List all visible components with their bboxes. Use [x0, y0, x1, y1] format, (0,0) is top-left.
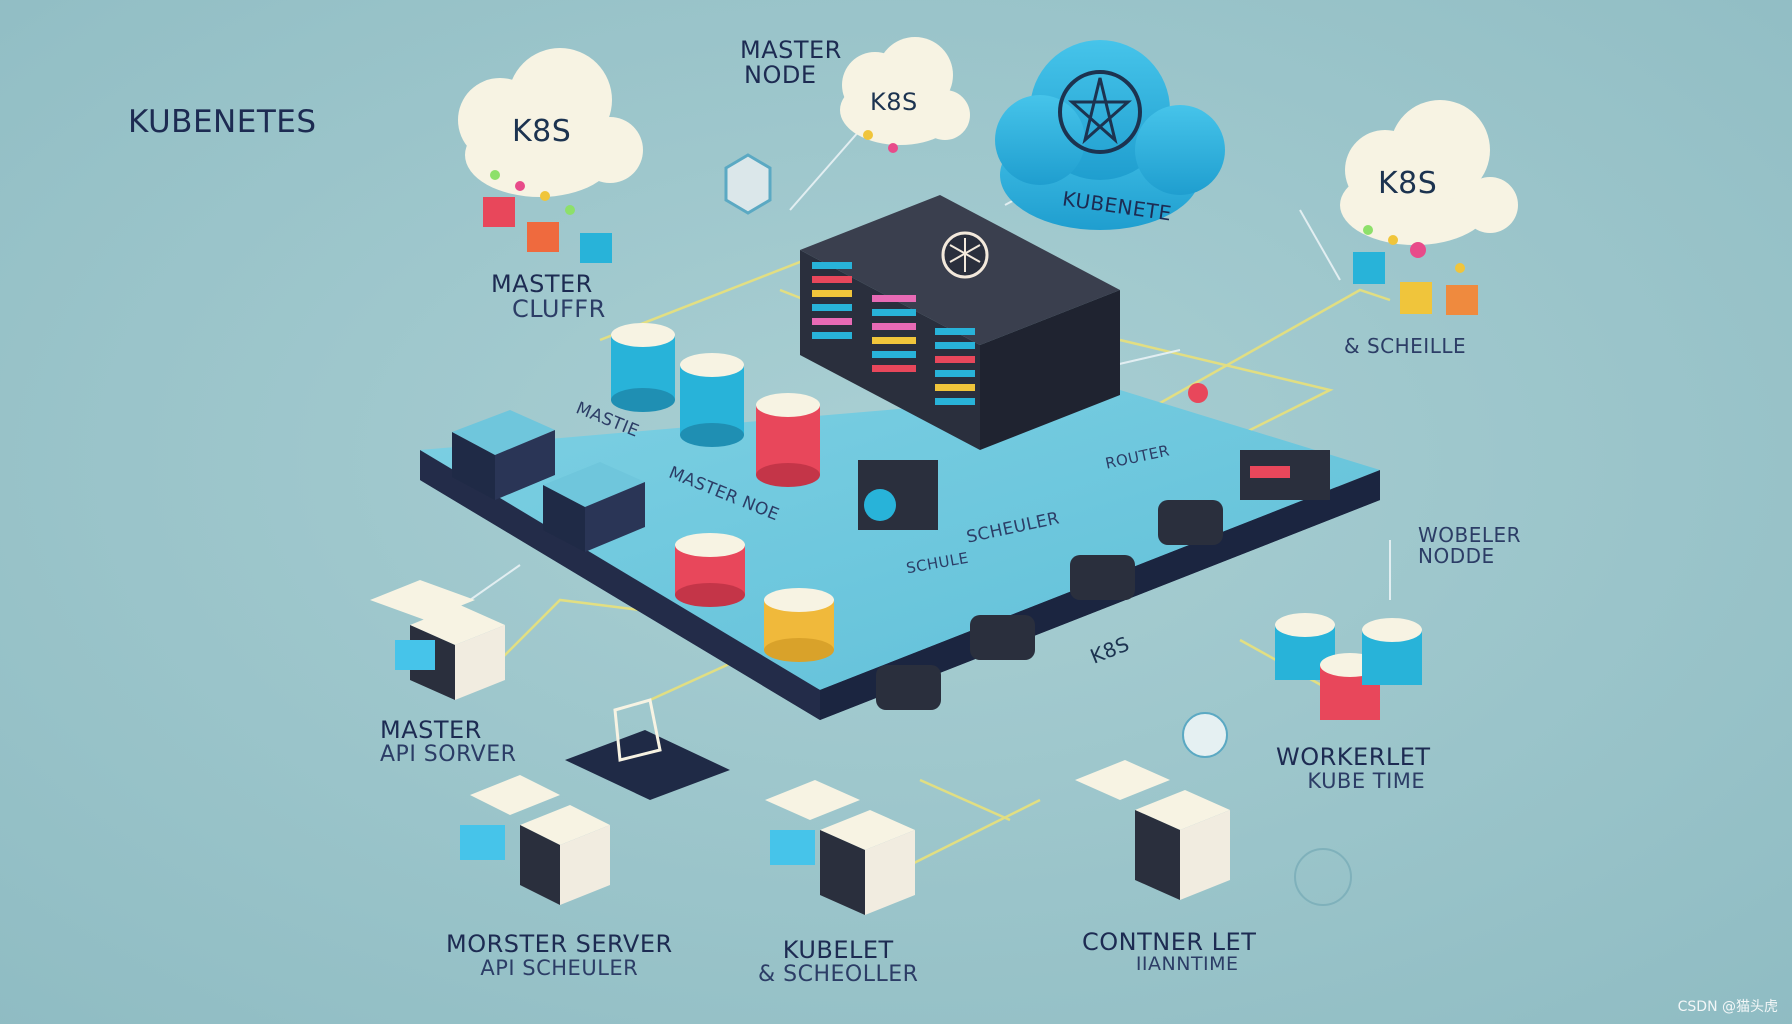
k8s-cloud-right-icon — [1340, 100, 1518, 245]
worker-node-label: WOBELER NODDE — [1418, 523, 1522, 568]
api-server-badge — [565, 698, 730, 800]
faint-node-icon — [1294, 848, 1352, 906]
master-cluster-label: MASTER CLUFFR — [490, 270, 606, 324]
morster-server-label: MORSTER SERVER API SCHEULER — [446, 930, 673, 981]
k8s-cloud-top-icon — [840, 37, 970, 145]
database-icons — [611, 323, 1422, 720]
diagram-title: KUBENETES — [128, 104, 317, 140]
master-server-cabinet — [800, 195, 1120, 450]
cloud-left-label: K8S — [512, 114, 572, 149]
kubernetes-helm-small-icon — [1182, 712, 1228, 758]
master-node-top-label: MASTER NODE — [740, 36, 842, 90]
workerlet-label: WORKERLET KUBE TIME — [1276, 743, 1431, 794]
pod-icons — [858, 450, 1330, 710]
cube-icon-group-left — [483, 197, 612, 263]
cube-icon-group-right — [1353, 252, 1478, 315]
k8s-cloud-left-icon — [458, 48, 643, 197]
kubelet-label: KUBELET & SCHEOLLER — [758, 936, 919, 988]
kubernetes-helm-icon — [724, 153, 772, 215]
kubernetes-cloud-icon — [995, 40, 1225, 230]
cloud-right-label: K8S — [1378, 166, 1438, 201]
watermark: CSDN @猫头虎 — [1677, 999, 1778, 1015]
data-dots — [490, 130, 1465, 403]
server-box-icons — [370, 410, 1230, 915]
master-api-server-label: MASTER API SORVER — [380, 716, 517, 768]
schedule-right-label: & SCHEILLE — [1344, 334, 1467, 358]
containerlet-label: CONTNER LET IIANNTIME — [1082, 928, 1257, 976]
cloud-top-label: K8S — [870, 88, 918, 116]
